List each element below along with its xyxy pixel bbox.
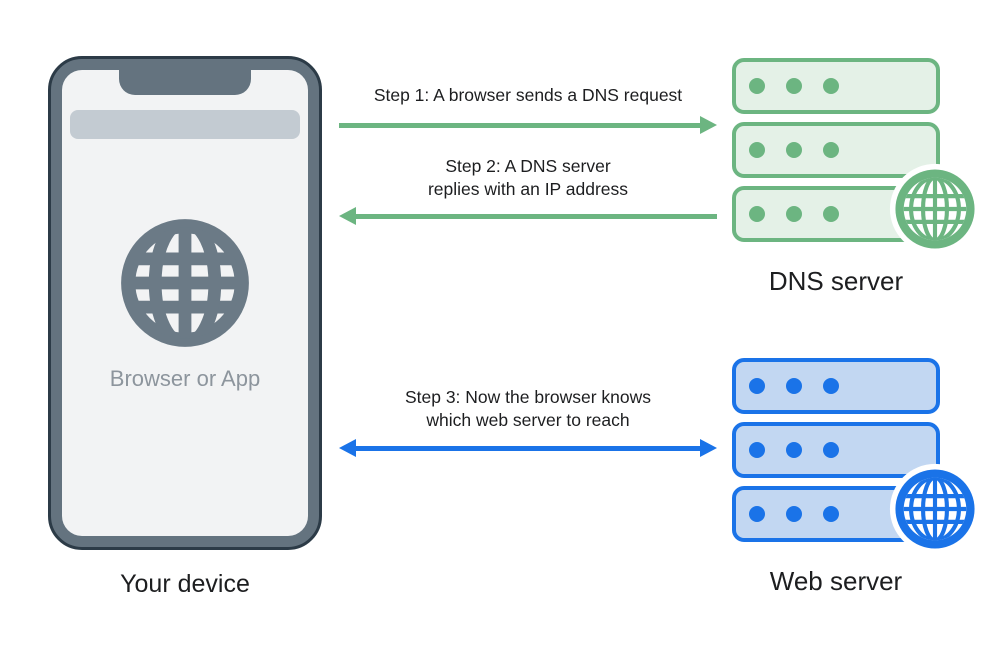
- server-dot: [749, 378, 765, 394]
- step2-label-line1: Step 2: A DNS server: [445, 156, 611, 176]
- step1-arrow-right: [339, 116, 717, 134]
- server-dot: [823, 142, 839, 158]
- step2-arrow-left: [339, 207, 717, 225]
- browser-or-app-label: Browser or App: [109, 366, 261, 391]
- web-server-label: Web server: [769, 566, 903, 596]
- server-dot: [786, 442, 802, 458]
- phone-notch: [119, 70, 251, 95]
- arrow-shaft: [353, 445, 703, 451]
- step3-label-line2: which web server to reach: [426, 410, 630, 430]
- server-dot: [823, 442, 839, 458]
- arrow-shaft: [353, 213, 717, 219]
- globe-icon: [889, 463, 981, 555]
- arrow-head-left-icon: [339, 439, 356, 457]
- server-dot: [786, 378, 802, 394]
- server-dot: [749, 442, 765, 458]
- server-dot: [749, 78, 765, 94]
- server-row: [732, 422, 940, 478]
- step1-label: Step 1: A browser sends a DNS request: [373, 85, 683, 105]
- arrow-head-left-icon: [339, 207, 356, 225]
- step2-label: Step 2: A DNS server replies with an IP …: [328, 155, 728, 201]
- server-row: [732, 122, 940, 178]
- dns-server-stack: [732, 58, 981, 300]
- arrow-head-right-icon: [700, 116, 717, 134]
- step2-label-line2: replies with an IP address: [427, 179, 629, 199]
- server-dot: [786, 78, 802, 94]
- phone-screen: Browser or App: [62, 70, 308, 536]
- server-dot: [823, 378, 839, 394]
- dns-server-label: DNS server: [768, 266, 904, 296]
- server-dot: [749, 142, 765, 158]
- server-dot: [823, 506, 839, 522]
- server-dot: [786, 506, 802, 522]
- server-row: [732, 358, 940, 414]
- smartphone: Browser or App: [48, 56, 322, 550]
- arrow-head-right-icon: [700, 439, 717, 457]
- your-device-label: Your device: [120, 570, 250, 598]
- server-dot: [749, 206, 765, 222]
- address-bar: [70, 110, 300, 139]
- server-dot: [823, 206, 839, 222]
- step3-label: Step 3: Now the browser knows which web …: [328, 386, 728, 432]
- step3-label-line1: Step 3: Now the browser knows: [404, 387, 652, 407]
- globe-icon: [889, 163, 981, 255]
- arrow-shaft: [339, 122, 703, 128]
- web-server-stack: [732, 358, 981, 600]
- server-dot: [786, 206, 802, 222]
- server-dot: [823, 78, 839, 94]
- server-dot: [749, 506, 765, 522]
- server-dot: [786, 142, 802, 158]
- step3-arrow-both: [339, 439, 717, 457]
- server-row: [732, 58, 940, 114]
- globe-icon: [121, 219, 249, 347]
